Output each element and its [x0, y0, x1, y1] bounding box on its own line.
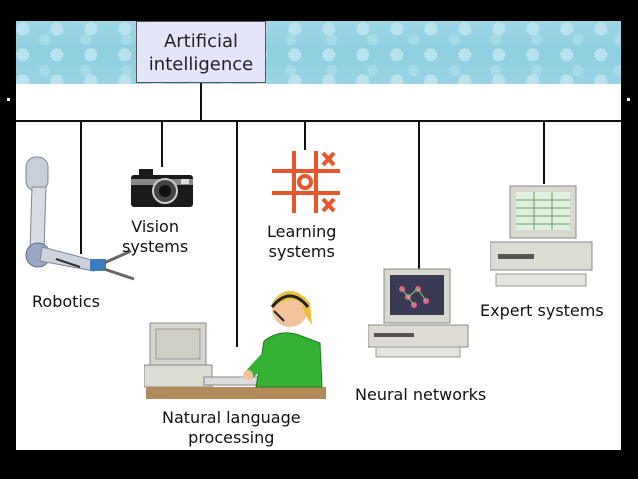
label-nlp-line2: processing: [188, 428, 275, 447]
neural-network-computer-icon: [368, 268, 469, 358]
label-vision-line2: systems: [122, 237, 189, 256]
connector-nlp: [236, 122, 238, 347]
camera-icon: [131, 169, 193, 207]
connector-robotics: [80, 122, 82, 254]
label-learning-line2: systems: [268, 242, 335, 261]
connector-learning: [304, 122, 306, 150]
label-robotics: Robotics: [32, 292, 100, 311]
label-learning-line1: Learning: [267, 222, 337, 241]
label-nlp-line1: Natural language: [162, 408, 301, 427]
slide: Artificial intelligence Robotics Vision …: [16, 21, 621, 450]
robot-arm-icon: [25, 156, 135, 281]
nlp-person-computer-icon: [144, 291, 326, 399]
label-learning: Learning systems: [267, 222, 336, 262]
root-line2: intelligence: [148, 54, 254, 75]
bus-line: [16, 120, 621, 122]
label-nlp: Natural language processing: [162, 408, 301, 448]
label-neural: Neural networks: [355, 385, 487, 404]
connector-expert: [543, 122, 545, 184]
expert-system-computer-icon: [490, 185, 593, 287]
slide-marker-left: [7, 98, 10, 101]
water-banner: [16, 21, 621, 84]
label-expert: Expert systems: [480, 301, 604, 320]
root-line1: Artificial: [163, 31, 239, 52]
root-stem: [200, 83, 202, 120]
label-vision-line1: Vision: [131, 217, 179, 236]
connector-neural: [418, 122, 420, 270]
root-node: Artificial intelligence: [136, 21, 266, 83]
tictactoe-icon: [272, 151, 340, 213]
slide-marker-right: [627, 98, 630, 101]
label-vision: Vision systems: [122, 217, 188, 257]
connector-vision: [161, 122, 163, 167]
